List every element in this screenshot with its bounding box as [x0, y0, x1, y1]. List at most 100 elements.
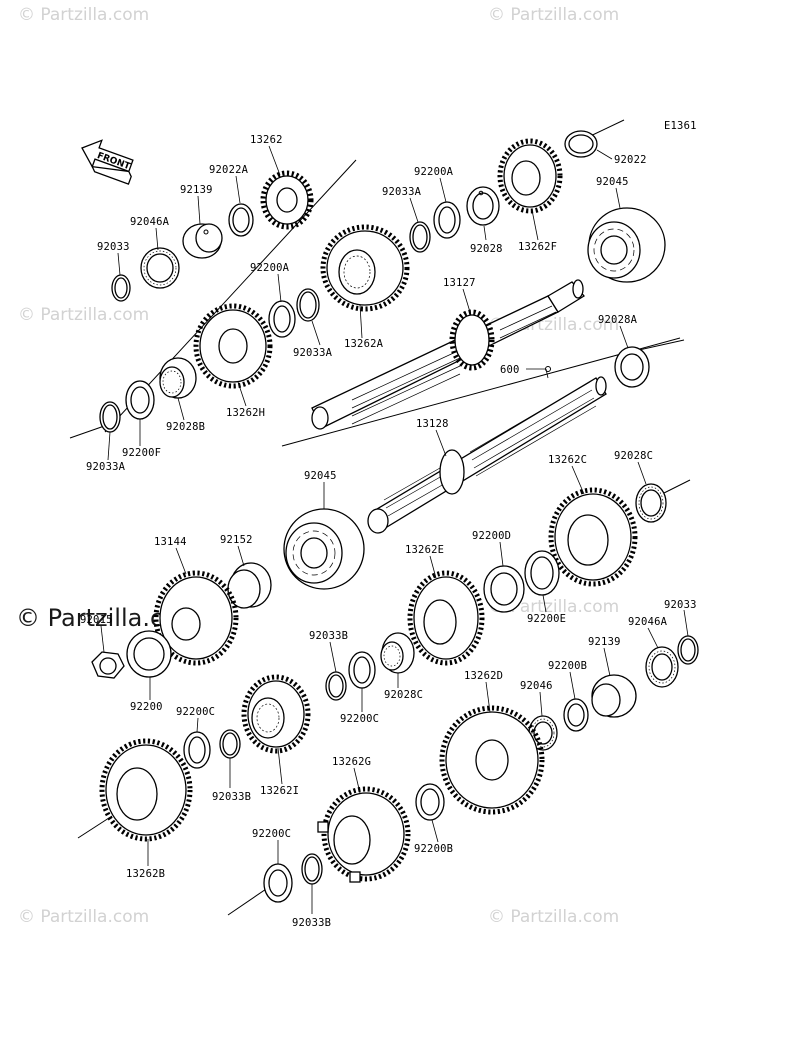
part-label-p44[interactable]: 13262I — [260, 785, 299, 797]
ball-bearing-92045-upper[interactable] — [587, 207, 666, 283]
gear-13262C[interactable] — [548, 487, 638, 587]
part-label-p14[interactable]: 92045 — [596, 176, 629, 188]
part-label-p21[interactable]: 92033A — [86, 461, 126, 473]
part-label-p24[interactable]: 13262C — [548, 454, 587, 466]
watermark: © Partzilla.com — [488, 907, 619, 927]
part-label-p6[interactable]: 92200A — [414, 166, 454, 178]
part-label-p7[interactable]: 92033A — [382, 186, 422, 198]
part-label-p25[interactable]: 92028C — [614, 450, 653, 462]
washer-92200B[interactable] — [563, 698, 589, 732]
part-label-p38[interactable]: 92028C — [384, 689, 423, 701]
needle-bearing-92028B[interactable] — [159, 357, 197, 399]
leader-lines — [100, 145, 689, 914]
circlip-92033B[interactable] — [325, 671, 347, 701]
needle-bearing-92028C[interactable] — [635, 483, 667, 523]
drive-shaft-13128[interactable] — [367, 366, 607, 534]
main-shaft-13127[interactable] — [311, 279, 585, 430]
bushing-92139[interactable] — [182, 223, 223, 259]
washer-92200[interactable] — [126, 630, 172, 678]
part-label-p28[interactable]: 92015 — [80, 614, 113, 626]
part-label-p5[interactable]: 92033 — [97, 241, 130, 253]
part-label-p22[interactable]: 13128 — [416, 418, 449, 430]
part-label-p4[interactable]: 92046A — [130, 216, 170, 228]
bushing-92028[interactable] — [466, 186, 500, 226]
part-label-p40[interactable]: 92046 — [520, 680, 553, 692]
part-label-p8[interactable]: 92200A — [250, 262, 290, 274]
gear-13262G[interactable] — [317, 786, 411, 883]
part-label-p9[interactable]: 92033A — [293, 347, 333, 359]
needle-bearing-92046A[interactable] — [140, 247, 180, 289]
washer-92200D[interactable] — [483, 565, 525, 613]
part-label-p49[interactable]: 92200B — [414, 843, 453, 855]
circlip-92033A-lower[interactable] — [296, 288, 320, 322]
circlip-92033-right[interactable] — [677, 635, 699, 665]
part-label-p31[interactable]: 92200D — [472, 530, 511, 542]
circlip-92022[interactable] — [564, 130, 598, 158]
part-label-p27[interactable]: 13144 — [154, 536, 187, 548]
sprocket-13144[interactable] — [153, 570, 239, 666]
washer-92200E[interactable] — [524, 550, 560, 596]
part-label-p13[interactable]: 92022 — [614, 154, 647, 166]
ball-bearing-92045-lower[interactable] — [283, 508, 365, 590]
part-label-p41[interactable]: 13262D — [464, 670, 503, 682]
part-label-p29[interactable]: 92200 — [130, 701, 163, 713]
gear-13262F[interactable] — [497, 138, 563, 214]
bushing-92139-lower[interactable] — [591, 674, 637, 718]
circlip-92033B-left[interactable] — [219, 729, 241, 759]
part-label-p15[interactable]: 13127 — [443, 277, 476, 289]
part-label-p19[interactable]: 92028B — [166, 421, 205, 433]
bushing-92028A[interactable] — [614, 346, 650, 388]
part-label-p34[interactable]: 92046A — [628, 616, 668, 628]
part-label-p23[interactable]: 92045 — [304, 470, 337, 482]
part-label-p26[interactable]: 92152 — [220, 534, 253, 546]
part-label-p12[interactable]: 13262F — [518, 241, 557, 253]
washer-92200C-bottom[interactable] — [263, 863, 293, 903]
washer-92200B-lower[interactable] — [415, 783, 445, 821]
part-label-p32[interactable]: 92200E — [527, 613, 566, 625]
part-label-p39[interactable]: 92200B — [548, 660, 587, 672]
needle-bearing-92028C-lower[interactable] — [380, 632, 415, 674]
washer-92200C-left[interactable] — [183, 731, 211, 769]
circlip-92033A-left[interactable] — [99, 401, 121, 433]
washer-92200F[interactable] — [125, 380, 155, 420]
part-label-p18[interactable]: 13262H — [226, 407, 265, 419]
gear-13262D[interactable] — [439, 705, 545, 815]
part-label-p35[interactable]: 92139 — [588, 636, 621, 648]
gear-13262I[interactable] — [241, 674, 311, 754]
part-label-p16[interactable]: 92028A — [598, 314, 638, 326]
washer-92200A-lower[interactable] — [268, 300, 296, 338]
gear-13262H[interactable] — [193, 303, 273, 389]
upper-gear-gear-13262[interactable] — [260, 170, 314, 230]
washer-92200C[interactable] — [348, 651, 376, 689]
part-label-p36[interactable]: 92033B — [309, 630, 348, 642]
part-label-p43[interactable]: 92033B — [212, 791, 251, 803]
part-label-p3[interactable]: 92139 — [180, 184, 213, 196]
circlip-92033[interactable] — [111, 274, 131, 302]
part-label-p11[interactable]: 92028 — [470, 243, 503, 255]
gear-13262E[interactable] — [407, 570, 485, 666]
diagram-code: E1361 — [664, 120, 697, 132]
gear-13262B[interactable] — [99, 738, 193, 842]
circlip-92033B-bottom[interactable] — [301, 853, 323, 885]
part-label-p2[interactable]: 92022A — [209, 164, 249, 176]
part-label-p42[interactable]: 92200C — [176, 706, 215, 718]
washer-92200A[interactable] — [433, 201, 461, 239]
part-label-p47[interactable]: 92200C — [252, 828, 291, 840]
part-label-p45[interactable]: 13262B — [126, 868, 165, 880]
collar-92152[interactable] — [227, 562, 272, 609]
needle-bearing-92046A-lower[interactable] — [645, 646, 679, 688]
part-label-p1[interactable]: 13262 — [250, 134, 283, 146]
circlip-92033A[interactable] — [409, 221, 431, 253]
nut-92015[interactable] — [91, 651, 125, 679]
part-label-p33[interactable]: 92033 — [664, 599, 697, 611]
gear-13262A[interactable] — [320, 224, 410, 312]
part-label-p20[interactable]: 92200F — [122, 447, 161, 459]
part-label-p10[interactable]: 13262A — [344, 338, 384, 350]
part-label-p17[interactable]: 600 — [500, 364, 520, 376]
washer-92022A[interactable] — [228, 203, 254, 237]
part-label-p30[interactable]: 13262E — [405, 544, 444, 556]
part-label-p37[interactable]: 92200C — [340, 713, 379, 725]
part-label-p48[interactable]: 92033B — [292, 917, 331, 929]
part-label-p46[interactable]: 13262G — [332, 756, 371, 768]
